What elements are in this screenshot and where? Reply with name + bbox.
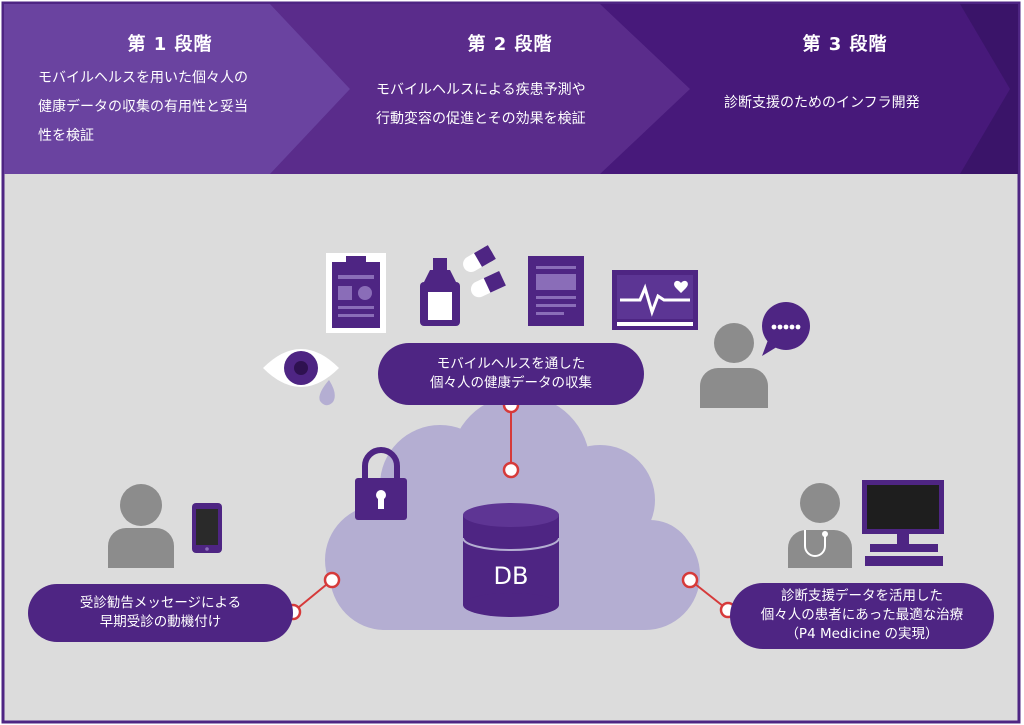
person-chat-icon — [700, 302, 810, 408]
medicine-icon — [420, 245, 506, 326]
stage-3-title: 第 3 段階 — [802, 34, 888, 55]
stage-end-arrow — [960, 4, 1018, 174]
database-label: DB — [494, 562, 529, 590]
diagnosis-line: （P4 Medicine の実現） — [785, 626, 939, 642]
collection-line: モバイルヘルスを通した — [436, 356, 586, 372]
diagnosis-node-text: 診断支援データを活用した 個々人の患者にあった最適な治療 （P4 Medicin… — [732, 587, 992, 644]
smartphone-icon — [192, 503, 222, 553]
collection-line: 個々人の健康データの収集 — [430, 375, 592, 391]
eye-icon — [263, 349, 339, 406]
stage-2-arrow — [270, 4, 690, 174]
computer-icon — [862, 480, 944, 566]
message-node-text: 受診勧告メッセージによる 早期受診の動機付け — [30, 594, 291, 632]
stage-3-line: 診断支援のためのインフラ開発 — [724, 95, 920, 111]
diagnosis-line: 診断支援データを活用した — [781, 588, 943, 604]
message-line: 早期受診の動機付け — [99, 614, 222, 630]
stage-2-line: 行動変容の促進とその効果を検証 — [376, 111, 586, 127]
heart-monitor-icon — [612, 270, 698, 330]
stage-1-line: 性を検証 — [38, 128, 94, 144]
database-icon — [462, 503, 560, 617]
stage-1-description: モバイルヘルスを用いた個々人の 健康データの収集の有用性と妥当 性を検証 — [38, 64, 308, 151]
stage-1-line: モバイルヘルスを用いた個々人の — [38, 70, 248, 86]
stage-1-arrow — [4, 4, 350, 174]
stage-3-arrow — [600, 4, 1018, 174]
stage-1-title: 第 1 段階 — [127, 34, 213, 55]
stage-2-description: モバイルヘルスによる疾患予測や 行動変容の促進とその効果を検証 — [376, 76, 646, 134]
message-line: 受診勧告メッセージによる — [79, 595, 242, 611]
diagnosis-line: 個々人の患者にあった最適な治療 — [760, 607, 964, 623]
clipboard-icon — [326, 253, 386, 333]
person-icon — [108, 484, 174, 568]
lock-icon — [355, 447, 407, 520]
doctor-icon — [788, 483, 852, 568]
diagnosis-node — [730, 583, 994, 649]
stage-1-line: 健康データの収集の有用性と妥当 — [38, 99, 248, 115]
document-icon — [528, 256, 584, 326]
stage-2-title: 第 2 段階 — [467, 34, 553, 55]
collection-node-text: モバイルヘルスを通した 個々人の健康データの収集 — [380, 355, 642, 393]
stage-2-line: モバイルヘルスによる疾患予測や — [376, 82, 586, 98]
collection-node — [378, 343, 644, 405]
message-node — [28, 584, 293, 642]
stage-3-description: 診断支援のためのインフラ開発 — [724, 89, 984, 118]
